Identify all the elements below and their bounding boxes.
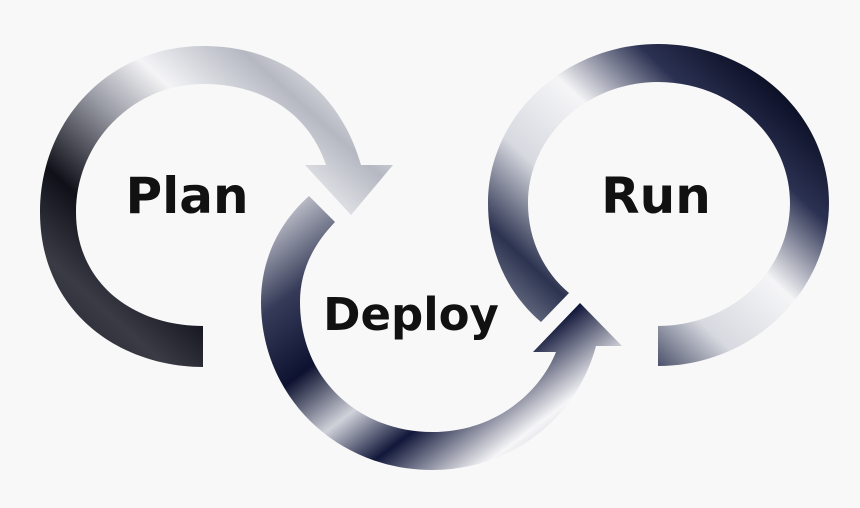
plan-loop-body <box>40 46 393 367</box>
deploy-label: Deploy <box>323 288 499 341</box>
run-label: Run <box>601 167 711 225</box>
plan-circular-arrow-icon <box>40 46 393 367</box>
deploy-circular-arrow-icon <box>261 196 622 470</box>
deploy-loop-body <box>261 196 622 470</box>
plan-label: Plan <box>125 167 248 225</box>
